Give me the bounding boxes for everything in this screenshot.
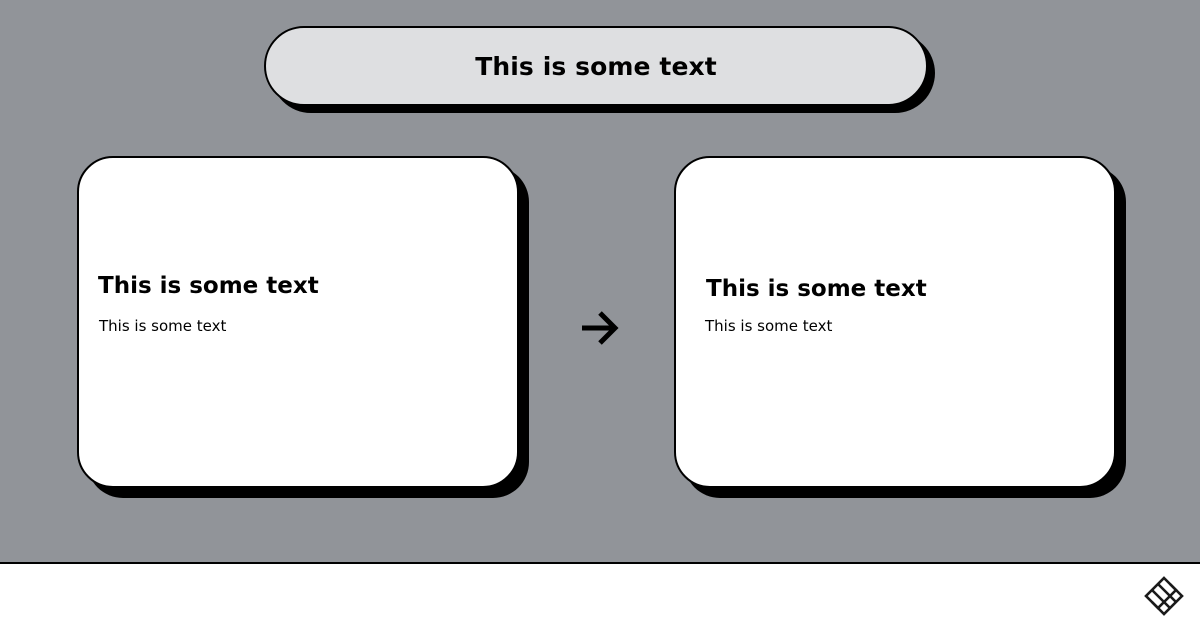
- card-left-heading: This is some text: [98, 273, 319, 299]
- card-right: This is some text This is some text: [674, 156, 1116, 488]
- logo-icon: [1144, 576, 1184, 616]
- card-left: This is some text This is some text: [77, 156, 519, 488]
- title-pill: This is some text: [264, 26, 928, 106]
- arrow-right-icon: [582, 311, 619, 345]
- card-left-body: This is some text: [99, 317, 227, 335]
- card-right-body: This is some text: [705, 317, 833, 335]
- diagram-canvas: This is some text This is some text This…: [0, 0, 1200, 564]
- card-right-heading: This is some text: [706, 276, 927, 302]
- title-text: This is some text: [475, 51, 717, 81]
